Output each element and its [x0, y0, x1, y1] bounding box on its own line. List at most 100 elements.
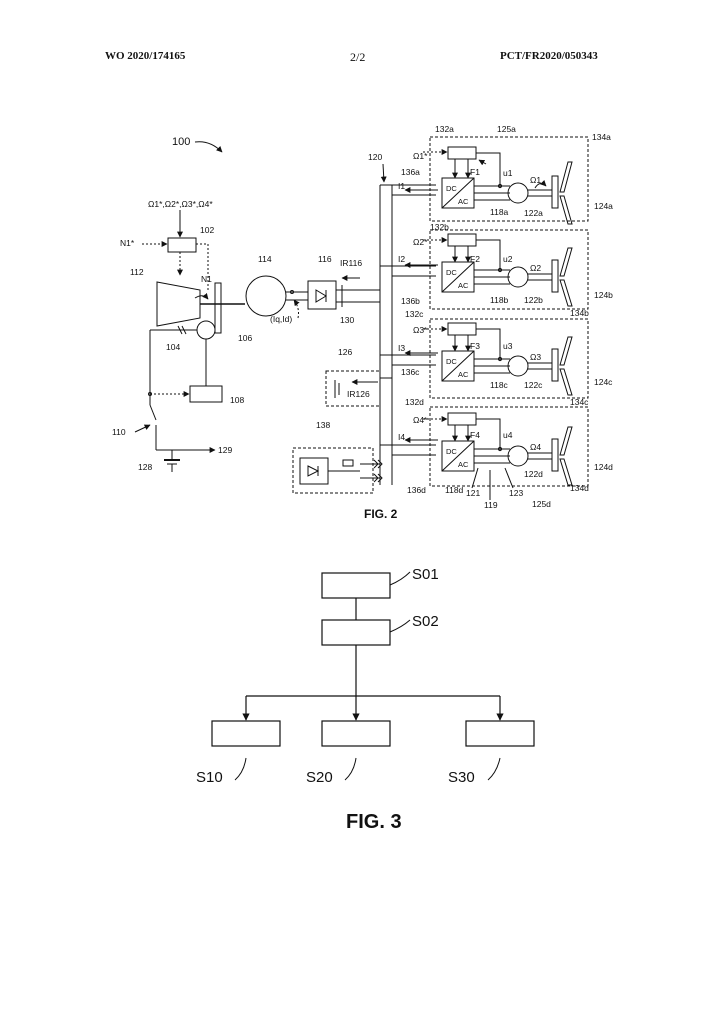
- ref-121: 121: [466, 488, 480, 498]
- controller-102: [168, 238, 196, 252]
- dc-c: DC: [446, 357, 457, 366]
- step-label-s01: S01: [412, 566, 439, 583]
- omega4-star: Ω4*: [413, 415, 428, 425]
- omega1: Ω1: [530, 175, 541, 185]
- ref-120: 120: [368, 152, 382, 162]
- n1-label: N1: [201, 274, 212, 284]
- figure-3: S01 S02 S10 S20 S30 FIG. 3: [196, 566, 534, 833]
- ref-124b: 124b: [594, 290, 613, 300]
- omega2: Ω2: [530, 263, 541, 273]
- ref-125d: 125d: [532, 499, 551, 509]
- ref-136d: 136d: [407, 485, 426, 495]
- ref-132c: 132c: [405, 309, 424, 319]
- ref-106: 106: [238, 333, 252, 343]
- omega2-star: Ω2*: [413, 237, 428, 247]
- ac-c: AC: [458, 370, 469, 379]
- ref-118d: 118d: [445, 485, 464, 495]
- ref-134d: 134d: [570, 483, 589, 493]
- step-box-s20: [322, 721, 390, 746]
- f4-label: F4: [470, 430, 480, 440]
- ref-118c: 118c: [490, 380, 509, 390]
- ref-126: 126: [338, 347, 352, 357]
- current-i2: I2: [398, 254, 405, 264]
- fig-2-caption: FIG. 2: [364, 507, 398, 521]
- omega3-star: Ω3*: [413, 325, 428, 335]
- step-label-s30: S30: [448, 769, 475, 786]
- omega1-star: Ω1*: [413, 151, 428, 161]
- figure-2: 100 Ω1*,Ω2*,Ω3*,Ω4* 102 N1* 112 N1 106 1…: [112, 124, 613, 521]
- ac-b: AC: [458, 281, 469, 290]
- ref-129: 129: [218, 445, 232, 455]
- f3-label: F3: [470, 341, 480, 351]
- ir126-label: IR126: [347, 389, 370, 399]
- dc-d: DC: [446, 447, 457, 456]
- ref-132d: 132d: [405, 397, 424, 407]
- f2-label: F2: [470, 254, 480, 264]
- ref-134c: 134c: [570, 397, 589, 407]
- u4-label: u4: [503, 430, 513, 440]
- gearbox-106: [215, 283, 221, 333]
- ref-132a: 132a: [435, 124, 454, 134]
- ref-122d: 122d: [524, 469, 543, 479]
- ac-a: AC: [458, 197, 469, 206]
- ref-102: 102: [200, 225, 214, 235]
- ref-134a: 134a: [592, 132, 611, 142]
- step-box-s30: [466, 721, 534, 746]
- ref-128: 128: [138, 462, 152, 472]
- omega4: Ω4: [530, 442, 541, 452]
- ref-124a: 124a: [594, 201, 613, 211]
- rectifier-116: [308, 281, 336, 309]
- ref-124c: 124c: [594, 377, 613, 387]
- ref-119: 119: [484, 500, 498, 510]
- ref-116: 116: [318, 254, 332, 264]
- step-box-s10: [212, 721, 280, 746]
- gas-turbine-112: [157, 282, 200, 326]
- ref-122a: 122a: [524, 208, 543, 218]
- step-box-s02: [322, 620, 390, 645]
- ref-100: 100: [172, 136, 190, 148]
- ir116-label: IR116: [340, 258, 362, 268]
- step-label-s20: S20: [306, 769, 333, 786]
- n1-star-label: N1*: [120, 238, 135, 248]
- ref-136c: 136c: [401, 367, 420, 377]
- iq-id-label: (Iq,Id): [270, 314, 292, 324]
- ref-136b: 136b: [401, 296, 420, 306]
- fig-3-caption: FIG. 3: [346, 811, 402, 833]
- current-i3: I3: [398, 343, 405, 353]
- step-label-s02: S02: [412, 613, 439, 630]
- ref-114: 114: [258, 254, 272, 264]
- ref-104: 104: [166, 342, 180, 352]
- ref-125a: 125a: [497, 124, 516, 134]
- ref-123: 123: [509, 488, 523, 498]
- u3-label: u3: [503, 341, 513, 351]
- ac-d: AC: [458, 460, 469, 469]
- starter-motor-104: [197, 321, 215, 339]
- controller-108: [190, 386, 222, 402]
- generator-114: [246, 276, 286, 316]
- step-box-s01: [322, 573, 390, 598]
- ref-112: 112: [130, 267, 144, 277]
- current-i1: I1: [398, 181, 405, 191]
- dc-a: DC: [446, 184, 457, 193]
- ref-124d: 124d: [594, 462, 613, 472]
- ref-136a: 136a: [401, 167, 420, 177]
- ref-108: 108: [230, 395, 244, 405]
- ref-122c: 122c: [524, 380, 543, 390]
- u2-label: u2: [503, 254, 513, 264]
- dc-b: DC: [446, 268, 457, 277]
- ref-122b: 122b: [524, 295, 543, 305]
- ref-110: 110: [112, 427, 126, 437]
- ref-138: 138: [316, 420, 330, 430]
- channel-d: [405, 407, 588, 486]
- omega3: Ω3: [530, 352, 541, 362]
- ref-118b: 118b: [490, 295, 509, 305]
- step-label-s10: S10: [196, 769, 223, 786]
- ref-134b: 134b: [570, 308, 589, 318]
- ref-132b: 132b: [430, 222, 449, 232]
- ref-118a: 118a: [490, 207, 509, 217]
- f1-label: F1: [470, 167, 480, 177]
- current-i4: I4: [398, 432, 405, 442]
- u1-label: u1: [503, 168, 513, 178]
- setpoint-list: Ω1*,Ω2*,Ω3*,Ω4*: [148, 199, 213, 209]
